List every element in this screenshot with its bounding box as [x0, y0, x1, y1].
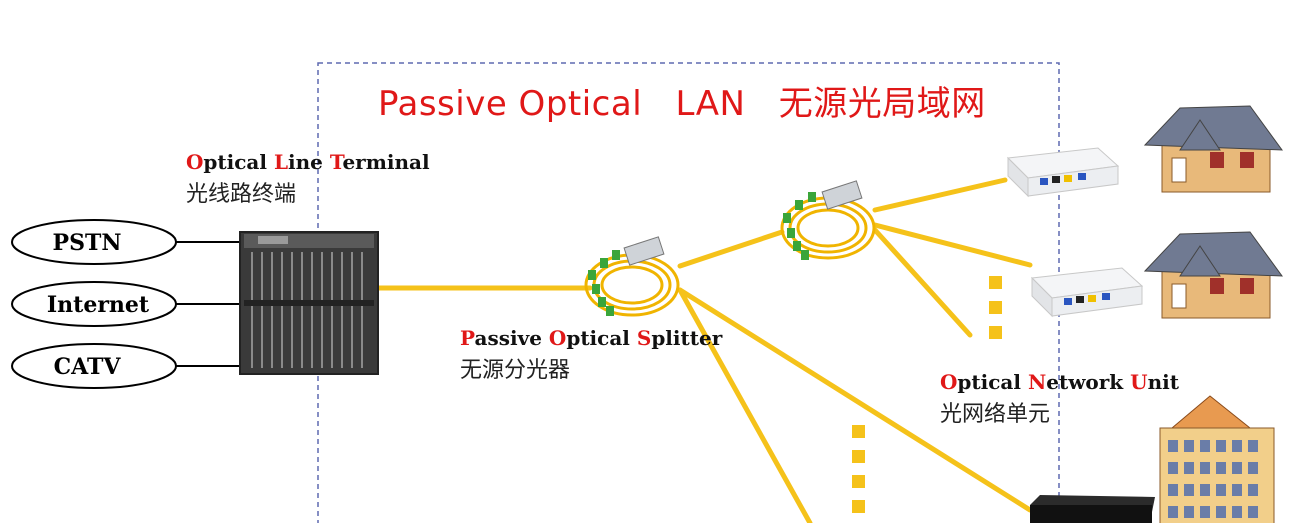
onu-label-en: Optical Network Unit	[940, 370, 1179, 394]
service-label: PSTN	[53, 230, 122, 256]
fiber-split1-down2	[677, 287, 1033, 513]
building-icon	[1159, 395, 1275, 523]
splitter-icon	[780, 180, 876, 260]
olt-label-en: Optical Line Terminal	[186, 150, 430, 174]
onu-device-icon	[1006, 147, 1120, 198]
service-label: Internet	[47, 292, 150, 318]
olt-label-cn: 光线路终端	[186, 182, 297, 207]
settop-box-icon	[1030, 495, 1155, 523]
fiber-split1-split2	[677, 229, 785, 269]
service-pstn: PSTN	[11, 219, 240, 265]
onu-label-cn: 光网络单元	[940, 402, 1051, 427]
title-word-lan: LAN	[675, 84, 746, 124]
more-onu-marker	[989, 276, 1002, 339]
title-word-passive: Passive	[378, 84, 508, 124]
service-label: CATV	[54, 354, 122, 380]
splitter-label-en: Passive Optical Splitter	[460, 326, 723, 350]
splitter-label-cn: 无源分光器	[460, 358, 571, 383]
diagram-title: Passive Optical LAN 无源光局域网	[378, 76, 986, 125]
olt-chassis-icon	[239, 231, 379, 375]
fiber-lines	[375, 177, 1033, 523]
title-word-optical: Optical	[518, 84, 643, 124]
fiber-split2-onu2	[872, 222, 1033, 268]
service-internet: Internet	[11, 281, 240, 327]
house-icon	[1143, 231, 1284, 319]
fiber-split1-down1	[677, 287, 813, 523]
fiber-split2-more	[872, 227, 973, 338]
title-word-chinese: 无源光局域网	[778, 84, 986, 124]
house-icon	[1143, 105, 1284, 193]
olt-label: Optical Line Terminal 光线路终端	[186, 150, 430, 208]
onu-label: Optical Network Unit 光网络单元	[940, 370, 1179, 428]
splitter-icon	[584, 236, 680, 317]
more-branch-marker	[852, 425, 865, 513]
onu-device-icon	[1030, 267, 1144, 318]
service-catv: CATV	[11, 343, 240, 389]
splitter-label: Passive Optical Splitter 无源分光器	[460, 326, 722, 384]
fiber-split2-onu1	[872, 177, 1008, 213]
